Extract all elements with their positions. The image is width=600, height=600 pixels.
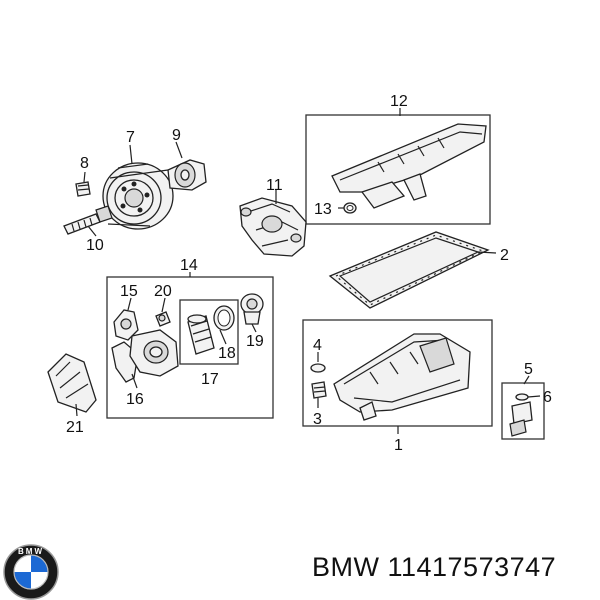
- callout-11: 11: [266, 177, 283, 194]
- box-group-17: [179, 299, 239, 365]
- callout-18: 18: [218, 345, 236, 362]
- leader-lines: [75, 108, 541, 434]
- box-group-12: [305, 114, 491, 225]
- oil-filter-element-part: [187, 314, 215, 355]
- callout-19: 19: [246, 333, 264, 350]
- callout-21: 21: [66, 419, 84, 436]
- drain-plug-part: [311, 381, 327, 399]
- callout-1: 1: [394, 437, 403, 454]
- callout-20: 20: [154, 283, 172, 300]
- callout-15: 15: [120, 283, 138, 300]
- filter-seal-ring-inner: [217, 309, 231, 327]
- callout-13: 13: [314, 201, 332, 218]
- oil-pan-gasket-part: [328, 231, 490, 309]
- cover-part: [47, 353, 97, 413]
- callout-2: 2: [500, 247, 509, 264]
- oil-pan-part: [333, 333, 471, 421]
- callout-10: 10: [86, 237, 104, 254]
- central-bolt-part: [63, 205, 113, 235]
- bmw-logo-icon: BMW: [3, 544, 59, 600]
- callout-17: 17: [201, 371, 219, 388]
- crankshaft-pulley-part: [102, 162, 174, 230]
- callout-9: 9: [172, 127, 181, 144]
- oil-baffle-part: [331, 123, 487, 209]
- oil-pump-part: [239, 197, 307, 257]
- callout-14: 14: [180, 257, 198, 274]
- callout-16: 16: [126, 391, 144, 408]
- callout-3: 3: [313, 411, 322, 428]
- bracket-part: [113, 309, 139, 341]
- callout-7: 7: [126, 129, 135, 146]
- callout-12: 12: [390, 93, 408, 110]
- box-group-5: [501, 382, 545, 440]
- callout-6: 6: [543, 389, 552, 406]
- drain-washer-part: [310, 363, 326, 373]
- svg-text:BMW: BMW: [18, 547, 44, 556]
- filter-cap-part: [240, 293, 264, 325]
- sensor-seal-part: [515, 393, 529, 401]
- oil-level-sensor-part: [509, 401, 533, 437]
- oil-filter-housing-part: [111, 329, 179, 383]
- fitting-part: [155, 311, 171, 327]
- callout-5: 5: [524, 361, 533, 378]
- pulley-hub-part: [167, 159, 207, 191]
- callout-8: 8: [80, 155, 89, 172]
- pulley-bolt-part: [75, 181, 91, 197]
- callout-4: 4: [313, 337, 322, 354]
- part-number-label: BMW 11417573747: [312, 552, 557, 582]
- o-ring-inner: [346, 205, 354, 211]
- brand-strip: BMW: [3, 544, 59, 600]
